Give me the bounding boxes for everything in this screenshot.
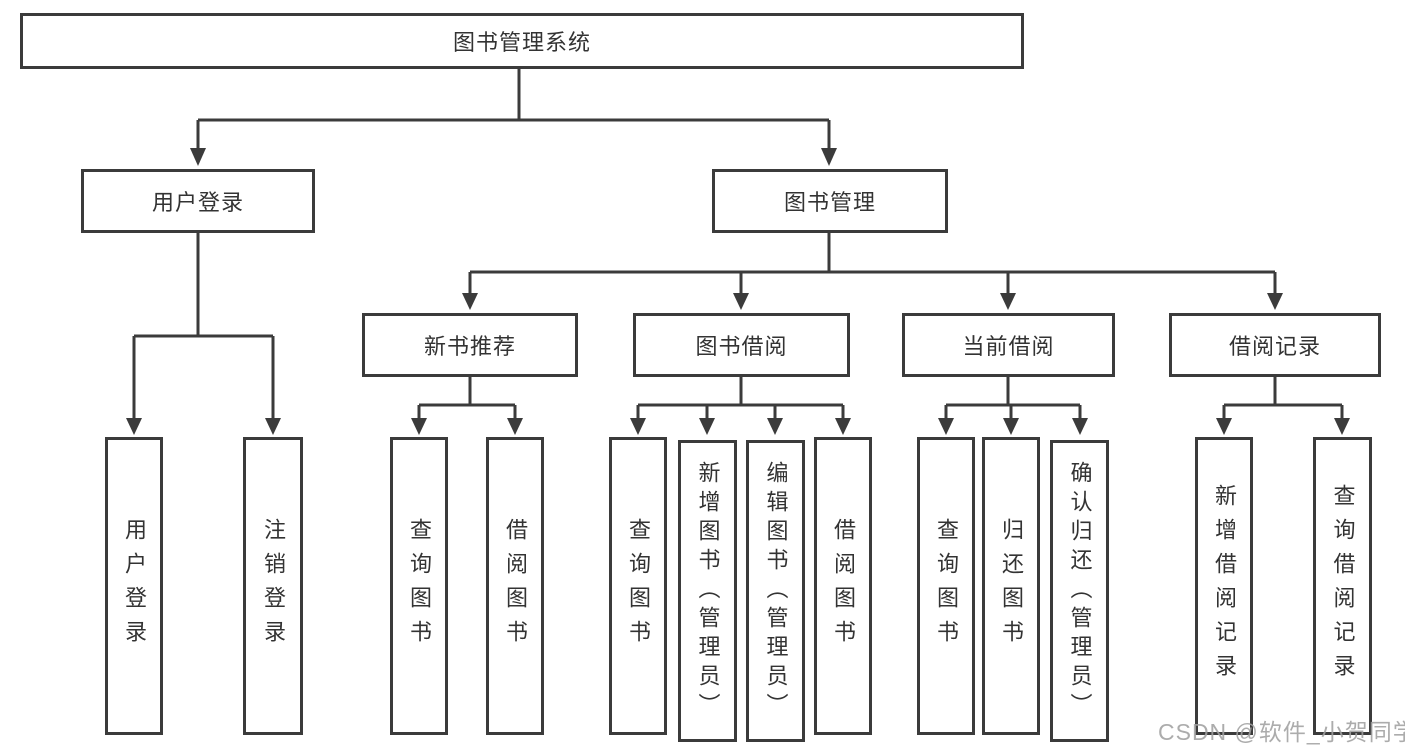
arrowheads — [126, 148, 1350, 435]
leaf-label-logout: 注销登录 — [261, 518, 286, 654]
leaf-box-add-book-admin: 新增图书（管理员） — [678, 440, 737, 742]
leaf-box-query-books-1: 查询图书 — [390, 437, 448, 735]
branch-box-user-login: 用户登录 — [81, 169, 315, 233]
module-label-book-borrow: 图书借阅 — [695, 334, 788, 359]
leaf-box-edit-book-admin: 编辑图书（管理员） — [746, 440, 805, 742]
branch-label-book-management: 图书管理 — [783, 190, 876, 215]
leaf-box-query-borrow-record: 查询借阅记录 — [1313, 437, 1372, 735]
root-box: 图书管理系统 — [20, 13, 1024, 69]
leaf-label-return-books: 归还图书 — [999, 518, 1024, 654]
leaf-box-confirm-return-admin: 确认归还（管理员） — [1050, 440, 1109, 742]
leaf-label-user-login: 用户登录 — [122, 518, 147, 654]
module-box-new-book-recommend: 新书推荐 — [362, 313, 578, 377]
leaf-label-edit-book-admin: 编辑图书（管理员） — [763, 460, 789, 722]
module-label-borrow-records: 借阅记录 — [1228, 334, 1321, 359]
leaf-label-confirm-return-admin: 确认归还（管理员） — [1067, 460, 1093, 722]
leaf-label-query-books-2: 查询图书 — [626, 518, 651, 654]
leaf-box-add-borrow-record: 新增借阅记录 — [1195, 437, 1253, 735]
leaf-label-borrow-books-1: 借阅图书 — [503, 518, 528, 654]
leaf-box-borrow-books-2: 借阅图书 — [814, 437, 872, 735]
leaf-label-borrow-books-2: 借阅图书 — [831, 518, 856, 654]
leaf-box-logout: 注销登录 — [243, 437, 303, 735]
leaf-label-query-borrow-record: 查询借阅记录 — [1330, 484, 1356, 688]
module-label-current-borrow: 当前借阅 — [962, 334, 1055, 359]
module-box-borrow-records: 借阅记录 — [1169, 313, 1381, 377]
module-box-book-borrow: 图书借阅 — [633, 313, 850, 377]
csdn-watermark: CSDN @软件_小贺同学 — [1158, 719, 1405, 745]
leaf-box-return-books: 归还图书 — [982, 437, 1040, 735]
leaf-label-query-books-3: 查询图书 — [934, 518, 959, 654]
leaf-box-borrow-books-1: 借阅图书 — [486, 437, 544, 735]
leaf-box-user-login: 用户登录 — [105, 437, 163, 735]
leaf-label-add-book-admin: 新增图书（管理员） — [695, 460, 721, 722]
leaf-label-query-books-1: 查询图书 — [407, 518, 432, 654]
module-label-new-book-recommend: 新书推荐 — [423, 334, 516, 359]
root-label: 图书管理系统 — [452, 30, 591, 55]
leaf-box-query-books-3: 查询图书 — [917, 437, 975, 735]
module-box-current-borrow: 当前借阅 — [902, 313, 1115, 377]
branch-label-user-login: 用户登录 — [151, 190, 244, 215]
leaf-box-query-books-2: 查询图书 — [609, 437, 667, 735]
branch-box-book-management: 图书管理 — [712, 169, 948, 233]
leaf-label-add-borrow-record: 新增借阅记录 — [1212, 484, 1237, 688]
